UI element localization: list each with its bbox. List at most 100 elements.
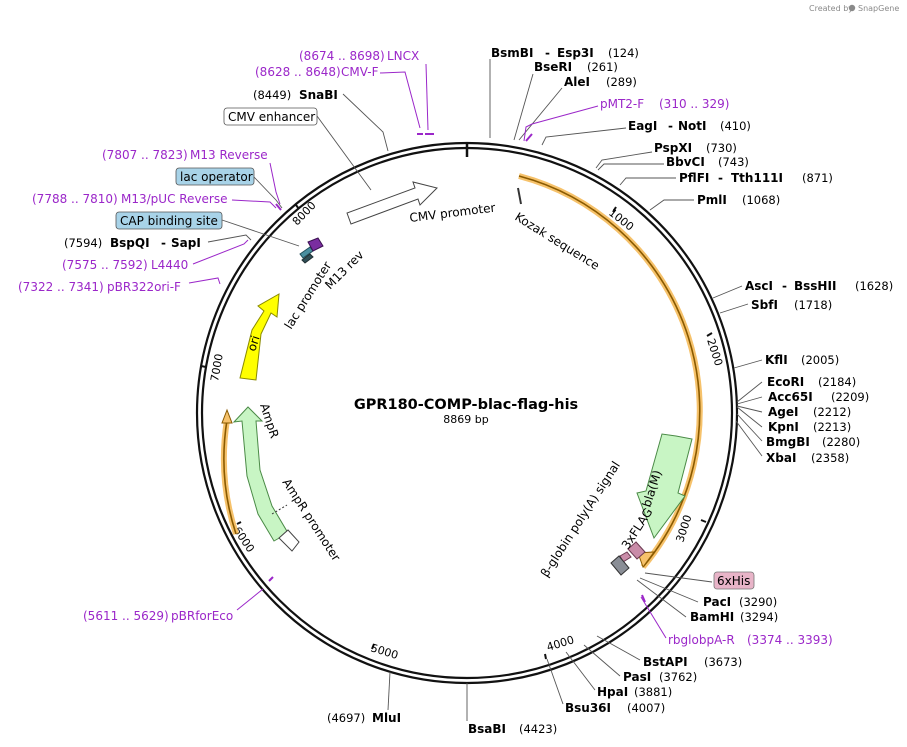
- ampr-promoter-arrow: [278, 529, 300, 552]
- site-agei: AgeI (2212): [768, 405, 851, 419]
- tick-label: 7000: [208, 353, 226, 383]
- svg-text:BamHI: BamHI: [690, 610, 734, 624]
- leader: [523, 105, 599, 142]
- site-bamhi: BamHI (3294): [690, 610, 778, 624]
- svg-text:pBRforEco: pBRforEco: [171, 609, 233, 623]
- kozak-mark: [517, 187, 522, 205]
- svg-text:MluI: MluI: [372, 711, 401, 725]
- feature-cap-binding: CAP binding site: [120, 214, 218, 228]
- feature-ori: ori: [245, 334, 263, 353]
- credit-brand: SnapGene: [858, 4, 899, 13]
- svg-text:PflFI: PflFI: [679, 171, 709, 185]
- svg-text:SapI: SapI: [171, 236, 201, 250]
- leader: [546, 658, 564, 705]
- svg-text:(289): (289): [606, 75, 637, 89]
- flag-tag-block: [627, 541, 646, 560]
- svg-text:-: -: [718, 171, 723, 185]
- leader: [192, 239, 249, 265]
- primer-m13-reverse: (7807 .. 7823) M13 Reverse: [102, 148, 268, 162]
- orf-arc: [518, 175, 701, 568]
- feature-cmv-enhancer: CMV enhancer: [228, 110, 315, 124]
- site-hpai: HpaI (3881): [597, 685, 672, 699]
- svg-text:BsmBI: BsmBI: [491, 46, 533, 60]
- site-bspqi: (7594) BspQI - SapI: [64, 236, 201, 250]
- svg-text:(730): (730): [706, 141, 737, 155]
- svg-text:(4007): (4007): [627, 701, 665, 715]
- svg-text:(3881): (3881): [634, 685, 672, 699]
- site-kpni: KpnI (2213): [768, 420, 851, 434]
- leader: [733, 359, 763, 369]
- ampr-highlight: [220, 419, 239, 535]
- primer-pbr322ori-f: (7322 .. 7341) pBR322ori-F: [18, 280, 181, 294]
- cmv-promoter-arrow: [346, 181, 438, 225]
- cap-block: [301, 253, 314, 264]
- leader: [541, 127, 627, 146]
- tick-label: 5000: [369, 641, 400, 662]
- site-kfli: KflI (2005): [765, 353, 839, 367]
- site-bseri: BseRI (261): [534, 60, 618, 74]
- svg-text:(7322 .. 7341): (7322 .. 7341): [18, 280, 104, 294]
- primer-l4440: (7575 .. 7592) L4440: [62, 258, 188, 272]
- svg-text:CMV-F: CMV-F: [341, 65, 379, 79]
- leader: [619, 177, 676, 186]
- site-acc65i: Acc65I (2209): [768, 390, 869, 404]
- primer-pmt2f: pMT2-F (310 .. 329): [600, 97, 729, 111]
- site-xbai: XbaI (2358): [766, 451, 849, 465]
- site-bstapi: BstAPI (3673): [643, 655, 742, 669]
- site-mlui: (4697) MluI: [327, 711, 401, 725]
- leader: [231, 199, 277, 209]
- svg-text:PacI: PacI: [703, 595, 731, 609]
- svg-text:(7594): (7594): [64, 236, 102, 250]
- site-alei: AleI (289): [564, 75, 637, 89]
- site-snabi: (8449) SnaBI: [253, 88, 338, 102]
- site-sbfi: SbfI (1718): [751, 298, 832, 312]
- svg-text:(8628 .. 8648): (8628 .. 8648): [255, 65, 341, 79]
- cap-binding-box: [115, 211, 223, 230]
- site-pflfi: PflFI - Tth111I (871): [679, 171, 833, 185]
- svg-text:-: -: [668, 119, 673, 133]
- site-eagi: EagI - NotI (410): [628, 119, 751, 133]
- leader: [221, 219, 300, 247]
- svg-text:EcoRI: EcoRI: [767, 375, 804, 389]
- primer-rbglobpa-r: rbglobpA-R (3374 .. 3393): [668, 633, 833, 647]
- m13-primer-block: [307, 237, 324, 252]
- leader: [518, 87, 563, 141]
- his-tag-box: [713, 571, 755, 590]
- leader: [597, 163, 664, 171]
- svg-text:(2212): (2212): [813, 405, 851, 419]
- svg-text:pBR322ori-F: pBR322ori-F: [107, 280, 181, 294]
- svg-text:BssHII: BssHII: [794, 279, 836, 293]
- svg-text:(7575 .. 7592): (7575 .. 7592): [62, 258, 148, 272]
- leader: [639, 577, 699, 603]
- svg-text:(124): (124): [608, 46, 639, 60]
- svg-text:rbglobpA-R: rbglobpA-R: [668, 633, 735, 647]
- svg-text:BmgBI: BmgBI: [766, 435, 810, 449]
- tick-label: 4000: [545, 633, 576, 654]
- site-paci: PacI (3290): [703, 595, 777, 609]
- site-bsabi: BsaBI (4423): [468, 722, 557, 736]
- svg-text:(2184): (2184): [818, 375, 856, 389]
- ampr-arrow: [232, 406, 289, 542]
- svg-text:Esp3I: Esp3I: [557, 46, 594, 60]
- svg-text:(1718): (1718): [794, 298, 832, 312]
- polya-block: [610, 555, 630, 576]
- svg-text:XbaI: XbaI: [766, 451, 796, 465]
- leader: [342, 93, 389, 152]
- svg-text:(7788 .. 7810): (7788 .. 7810): [32, 192, 118, 206]
- svg-text:-: -: [782, 279, 787, 293]
- primer-mark: [641, 594, 646, 603]
- credit-text: Created by: [809, 4, 853, 13]
- svg-text:BseRI: BseRI: [534, 60, 572, 74]
- svg-text:Bsu36I: Bsu36I: [565, 701, 611, 715]
- snapgene-logo: SnapGene: [848, 4, 899, 13]
- leader: [269, 162, 281, 205]
- svg-text:(7807 .. 7823): (7807 .. 7823): [102, 148, 188, 162]
- svg-text:(2005): (2005): [801, 353, 839, 367]
- leader: [596, 635, 641, 661]
- leader: [719, 303, 749, 314]
- svg-text:(2280): (2280): [822, 435, 860, 449]
- svg-text:LNCX: LNCX: [387, 49, 419, 63]
- feature-lac-promoter: lac promoter: [282, 259, 335, 332]
- svg-text:M13/pUC Reverse: M13/pUC Reverse: [121, 192, 228, 206]
- svg-text:(3374 .. 3393): (3374 .. 3393): [747, 633, 833, 647]
